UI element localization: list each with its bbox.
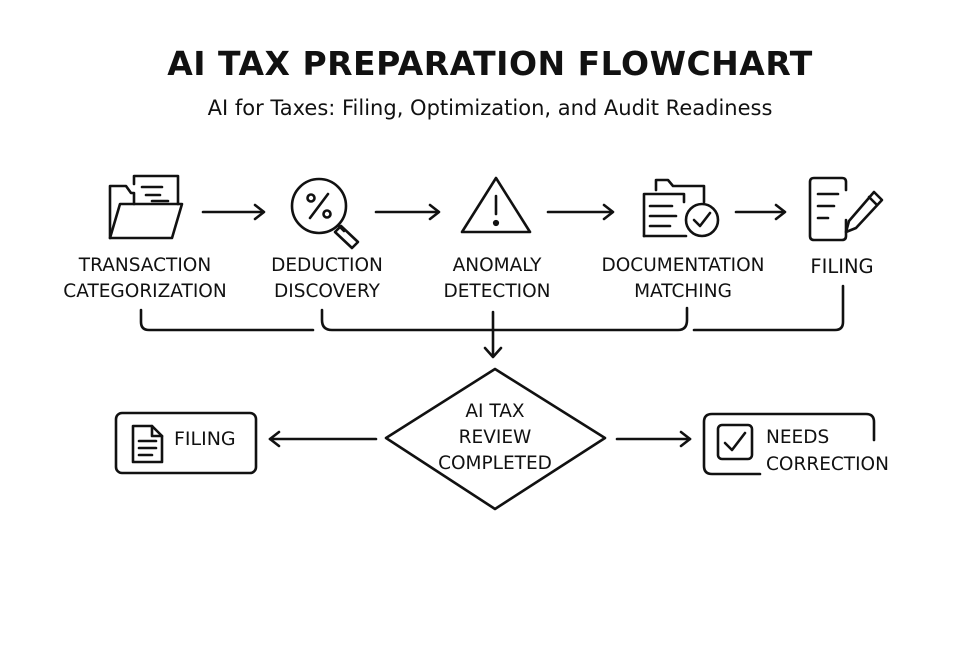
step-filing-label: FILING bbox=[810, 255, 874, 278]
outcome-arrows bbox=[268, 430, 692, 448]
checkbox-icon bbox=[716, 423, 754, 461]
warning-triangle-icon bbox=[460, 176, 532, 234]
step-documentation-matching-label: DOCUMENTATION MATCHING bbox=[601, 255, 765, 302]
step-deduction-discovery-label: DEDUCTION DISCOVERY bbox=[271, 255, 383, 302]
step-transaction-categorization-label: TRANSACTION CATEGORIZATION bbox=[63, 255, 227, 302]
edit-note-icon bbox=[808, 176, 884, 242]
decision-label: AI TAX REVIEW COMPLETED bbox=[438, 401, 552, 474]
page-subtitle: AI for Taxes: Filing, Optimization, and … bbox=[207, 96, 773, 120]
filing-outcome-label: FILING bbox=[174, 428, 236, 450]
document-icon bbox=[131, 424, 164, 464]
step-arrows bbox=[201, 203, 787, 221]
needs-correction-label: NEEDS CORRECTION bbox=[766, 427, 889, 475]
correction-outcome-box bbox=[702, 412, 876, 476]
step-anomaly-detection-label: ANOMALY DETECTION bbox=[443, 255, 551, 302]
folder-check-icon bbox=[642, 178, 720, 238]
folder-documents-icon bbox=[108, 174, 184, 240]
page-title: AI TAX PREPARATION FLOWCHART bbox=[167, 44, 813, 83]
decision-diamond bbox=[384, 367, 607, 511]
percent-magnifier-icon bbox=[290, 177, 360, 250]
merge-bracket bbox=[139, 284, 845, 359]
filing-outcome-box bbox=[114, 411, 258, 475]
